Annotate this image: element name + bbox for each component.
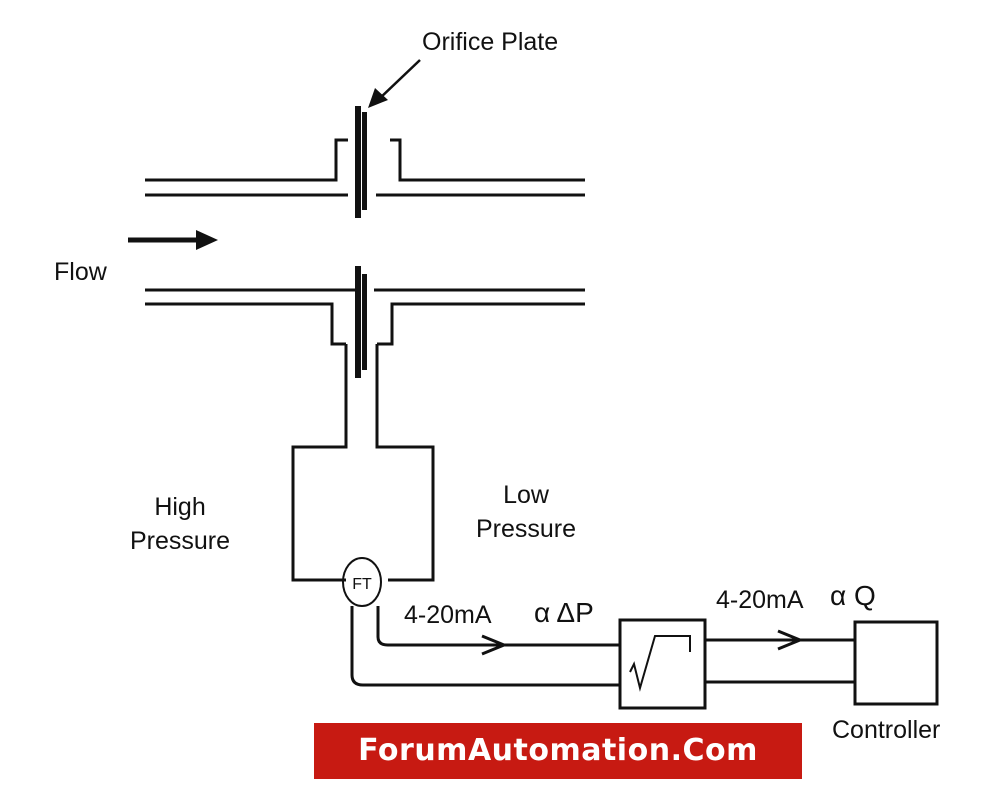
flow-label: Flow (54, 258, 107, 286)
square-root-symbol (629, 635, 691, 692)
low-pressure-label: Low Pressure (476, 481, 577, 543)
orifice-plate (355, 106, 367, 378)
flow-signal-symbol-label: α Q (830, 580, 876, 611)
square-root-extractor (618, 618, 707, 710)
orifice-plate-label: Orifice Plate (422, 28, 559, 56)
orifice-pointer-arrowhead (368, 88, 388, 108)
controller-box (853, 620, 939, 706)
signal-line-top (376, 606, 620, 647)
dp-signal-current-label: 4-20mA (404, 601, 492, 629)
lower-pipe-wall (145, 288, 585, 346)
transmitter-label: FT (352, 576, 372, 593)
low-pressure-impulse-line (375, 344, 435, 582)
watermark-banner: ForumAutomation.Com (314, 723, 802, 779)
output-arrow-icon (777, 629, 804, 651)
flow-arrowhead (196, 230, 218, 250)
controller-label: Controller (832, 716, 941, 744)
signal-line-bottom (350, 606, 620, 687)
signal-arrow-icon (481, 634, 508, 656)
upper-pipe-wall (145, 138, 585, 197)
flow-signal-current-label: 4-20mA (716, 586, 804, 614)
high-pressure-label: High Pressure (130, 493, 231, 555)
dp-signal-symbol-label: α ΔP (534, 597, 594, 628)
high-pressure-impulse-line (291, 344, 348, 582)
orifice-pointer-arrow (377, 59, 421, 101)
flow-transmitter (342, 557, 382, 607)
